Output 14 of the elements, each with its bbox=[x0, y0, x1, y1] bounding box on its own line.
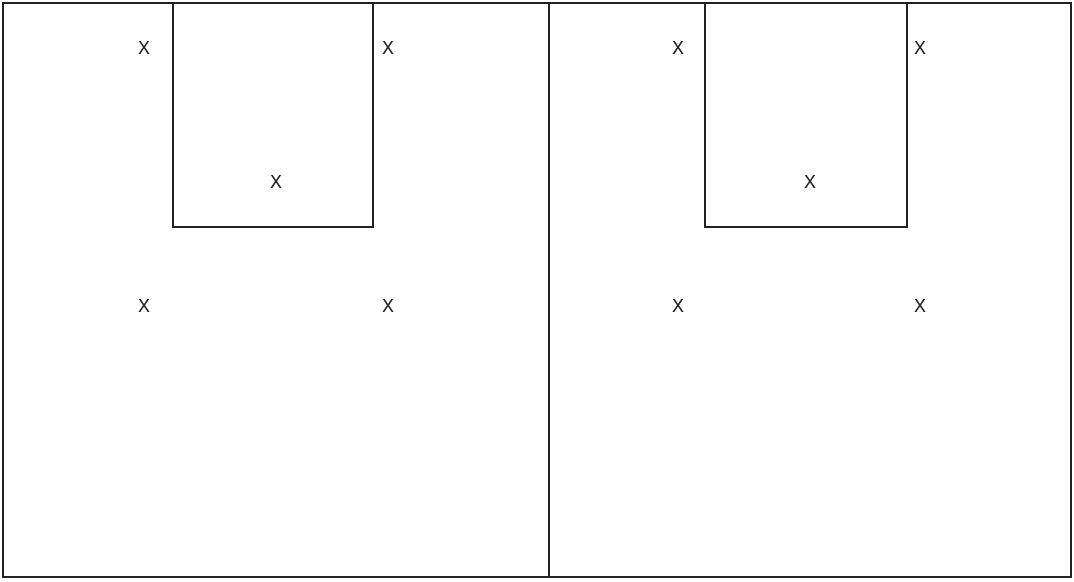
x-label: X bbox=[672, 38, 684, 60]
x-label: X bbox=[914, 38, 926, 60]
x-label: X bbox=[672, 296, 684, 318]
panel bbox=[548, 2, 1072, 578]
x-label: X bbox=[382, 296, 394, 318]
x-label: X bbox=[138, 296, 150, 318]
x-label: X bbox=[138, 38, 150, 60]
x-label: X bbox=[270, 172, 282, 194]
x-label: X bbox=[382, 38, 394, 60]
panel bbox=[2, 2, 550, 578]
x-label: X bbox=[914, 296, 926, 318]
inner-box bbox=[704, 2, 908, 228]
x-label: X bbox=[804, 172, 816, 194]
inner-box bbox=[172, 2, 374, 228]
